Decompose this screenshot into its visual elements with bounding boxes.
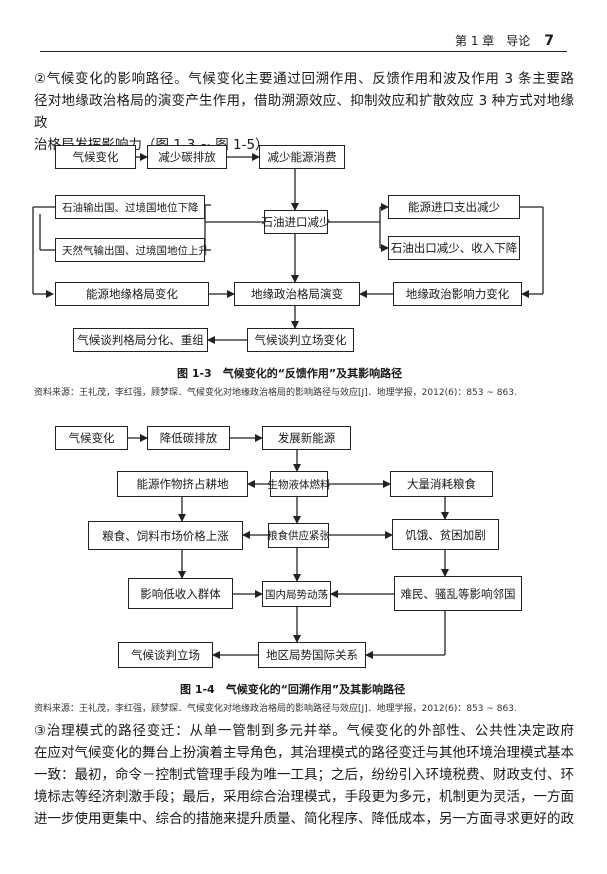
box-gas-exporter-rise: 天然气输出国、过境国地位上升 bbox=[55, 238, 209, 262]
figure-caption: 图 1-3 气候变化的“反馈作用”及其影响路径 bbox=[177, 367, 403, 380]
box-domestic-unrest: 国内局势动荡 bbox=[262, 581, 331, 607]
box-food-shortage: 粮食供应紧张 bbox=[267, 523, 330, 548]
box-energy-import-drop: 能源进口支出减少 bbox=[388, 195, 520, 219]
box-negotiation-stance: 气候谈判立场 bbox=[118, 642, 213, 668]
box-refugees-riots: 难民、骚乱等影响邻国 bbox=[394, 576, 522, 611]
box-grain-consumption: 大量消耗粮食 bbox=[390, 471, 493, 497]
box-geo-influence-change: 地缘政治影响力变化 bbox=[393, 282, 522, 306]
page-number: 7 bbox=[544, 33, 555, 49]
box-lower-carbon: 降低碳排放 bbox=[147, 426, 230, 450]
box-oil-exporter-decline: 石油输出国、过境国地位下降 bbox=[55, 195, 205, 219]
box-climate-change-2: 气候变化 bbox=[55, 426, 128, 450]
outro-paragraph: ③治理模式的路径变迁：从单一管制到多元并举。气候变化的外部性、公共性决定政府 在… bbox=[34, 720, 574, 830]
chapter-title: 第 1 章 导论 bbox=[455, 34, 531, 48]
box-reduce-carbon: 减少碳排放 bbox=[147, 145, 227, 169]
box-oil-import-drop: 石油进口减少 bbox=[262, 210, 331, 234]
box-biofuel: 生物液体燃料 bbox=[268, 471, 331, 497]
figure-source: 资料来源：王礼茂，李红强，顾梦琛．气候变化对地缘政治格局的影响路径与效应[J]．… bbox=[34, 388, 517, 398]
box-negotiation-split: 气候谈判格局分化、重组 bbox=[73, 328, 208, 352]
box-price-rise: 粮食、饲料市场价格上涨 bbox=[88, 521, 243, 550]
box-reduce-energy: 减少能源消费 bbox=[259, 145, 345, 169]
figure-caption: 图 1-4 气候变化的“回溯作用”及其影响路径 bbox=[180, 683, 406, 696]
text-line: ②气候变化的影响路径。气候变化主要通过回溯作用、反馈作用和波及作用 3 条主要路 bbox=[34, 71, 574, 87]
box-oil-export-drop: 石油出口减少、收入下降 bbox=[388, 236, 520, 260]
header-rule bbox=[40, 51, 567, 52]
box-geo-evolve: 地缘政治格局演变 bbox=[234, 282, 360, 306]
box-crops-occupy-land: 能源作物挤占耕地 bbox=[117, 471, 248, 497]
text-line: 境标志等经济刺激手段；最后，采用综合治理模式，手段更为多元，机制更为灵活，一方面 bbox=[34, 789, 574, 805]
box-new-energy: 发展新能源 bbox=[262, 426, 351, 450]
running-header: 第 1 章 导论 7 bbox=[455, 32, 554, 49]
text-line: 进一步使用更集中、综合的措施来提升质量、简化程序、降低成本，另一方面寻求更好的政 bbox=[34, 811, 574, 827]
text-line: 在应对气候变化的舞台上扮演着主导角色，其治理模式的路径变迁与其他环境治理模式基本 bbox=[34, 745, 574, 761]
text-line: ③治理模式的路径变迁：从单一管制到多元并举。气候变化的外部性、公共性决定政府 bbox=[34, 723, 574, 739]
box-climate-change: 气候变化 bbox=[55, 145, 136, 169]
box-energy-geo-change: 能源地缘格局变化 bbox=[55, 282, 209, 306]
text-line: 一致：最初，命令－控制式管理手段为唯一工具；之后，纷纷引入环境税费、财政支付、环 bbox=[34, 767, 574, 783]
box-negotiation-stance-change: 气候谈判立场变化 bbox=[247, 328, 354, 352]
text-line: 径对地缘政治格局的演变产生作用，借助溯源效应、抑制效应和扩散效应 3 种方式对地… bbox=[34, 93, 574, 131]
box-hunger-poverty: 饥饿、贫困加剧 bbox=[392, 519, 499, 550]
box-intl-relations: 地区局势国际关系 bbox=[258, 642, 366, 668]
figure-source: 资料来源：王礼茂，李红强，顾梦琛．气候变化对地缘政治格局的影响路径与效应[J]．… bbox=[34, 704, 517, 714]
box-low-income-impact: 影响低收入群体 bbox=[128, 578, 233, 609]
